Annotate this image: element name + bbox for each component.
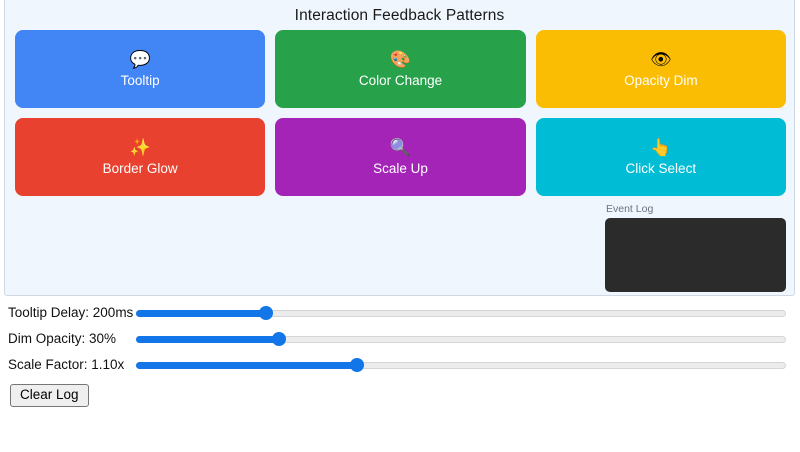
page-title: Interaction Feedback Patterns xyxy=(294,7,505,24)
sparkles-icon: ✨ xyxy=(129,137,151,157)
card-label: Color Change xyxy=(358,72,443,88)
scale-factor-slider[interactable] xyxy=(136,358,786,372)
event-log-section: Event Log xyxy=(605,203,786,292)
control-row-dim-opacity: Dim Opacity: 30% xyxy=(0,326,800,352)
card-tooltip[interactable]: 💬 Tooltip xyxy=(15,30,266,108)
feedback-card-grid: 💬 Tooltip 🎨 Color Change 👁 Opacity Dim ✨… xyxy=(15,30,786,196)
card-label: Tooltip xyxy=(120,72,160,88)
tooltip-delay-label: Tooltip Delay: 200ms xyxy=(8,305,134,320)
slider-fill xyxy=(136,309,266,317)
card-scale-up[interactable]: 🔍 Scale Up xyxy=(275,118,526,196)
slider-thumb[interactable] xyxy=(259,306,273,320)
card-label: Click Select xyxy=(625,160,697,176)
dim-opacity-label: Dim Opacity: 30% xyxy=(8,331,117,346)
dim-opacity-slider[interactable] xyxy=(136,332,786,346)
artist-palette-icon: 🎨 xyxy=(389,49,412,69)
tooltip-delay-slider[interactable] xyxy=(136,306,786,320)
card-border-glow[interactable]: ✨ Border Glow xyxy=(15,118,266,196)
demo-panel: Interaction Feedback Patterns 💬 Tooltip … xyxy=(4,0,795,296)
card-label: Border Glow xyxy=(102,160,178,176)
event-log-output[interactable] xyxy=(605,218,786,292)
scale-factor-label: Scale Factor: 1.10x xyxy=(8,357,125,372)
slider-thumb[interactable] xyxy=(350,358,364,372)
slider-fill xyxy=(136,335,279,343)
card-click-select[interactable]: 👆 Click Select xyxy=(535,118,786,196)
magnifying-glass-icon: 🔍 xyxy=(389,137,412,157)
controls-section: Tooltip Delay: 200ms Dim Opacity: 30% Sc… xyxy=(0,300,800,407)
card-label: Opacity Dim xyxy=(624,72,698,88)
control-row-scale-factor: Scale Factor: 1.10x xyxy=(0,352,800,378)
card-opacity-dim[interactable]: 👁 Opacity Dim xyxy=(535,30,786,108)
event-log-title: Event Log xyxy=(606,203,654,215)
control-row-tooltip-delay: Tooltip Delay: 200ms xyxy=(0,300,800,326)
card-color-change[interactable]: 🎨 Color Change xyxy=(275,30,526,108)
slider-fill xyxy=(136,361,357,369)
slider-thumb[interactable] xyxy=(272,332,286,346)
speech-balloon-icon: 💬 xyxy=(129,49,151,69)
card-label: Scale Up xyxy=(373,160,428,176)
clear-log-button[interactable]: Clear Log xyxy=(10,384,89,407)
eye-icon: 👁 xyxy=(650,49,672,69)
pointing-up-icon: 👆 xyxy=(650,137,672,157)
